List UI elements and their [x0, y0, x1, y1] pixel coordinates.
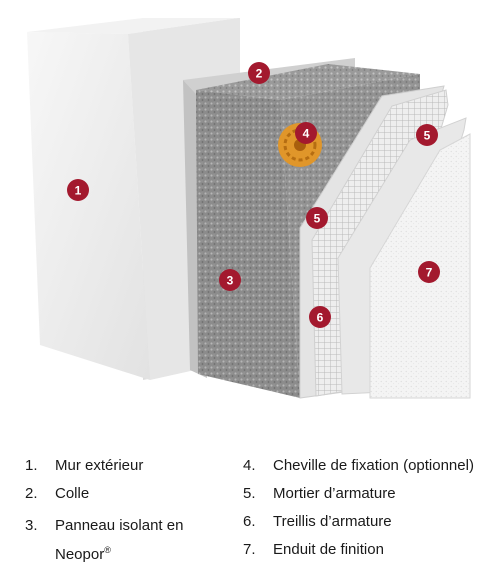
badge-3: 3: [219, 269, 241, 291]
svg-text:4: 4: [303, 127, 310, 141]
legend-number: 4.: [243, 457, 256, 474]
legend-item-2: 2. Colle: [25, 482, 89, 506]
legend-label-line1: Panneau isolant en: [55, 517, 184, 534]
badge-5-lower: 5: [306, 207, 328, 229]
legend-number: 2.: [25, 485, 38, 502]
legend-number: 3.: [25, 517, 38, 534]
svg-text:2: 2: [256, 67, 263, 81]
legend-label: Colle: [55, 485, 90, 502]
registered-mark: ®: [104, 545, 111, 555]
legend-number: 5.: [243, 485, 256, 502]
svg-text:3: 3: [227, 274, 234, 288]
legend-label: Cheville de fixation (optionnel): [273, 457, 474, 474]
legend: 1. Mur extérieur 2. Colle 3. Panneau iso…: [0, 450, 500, 568]
svg-text:5: 5: [314, 212, 321, 226]
svg-text:1: 1: [75, 184, 82, 198]
legend-item-6: 6. Treillis d’armature: [243, 510, 392, 534]
wall-insulation-diagram: 1 2 3 4 5 5 6 7: [27, 18, 471, 399]
legend-label: Mortier d’armature: [273, 485, 396, 502]
legend-number: 7.: [243, 541, 256, 558]
svg-text:7: 7: [426, 266, 433, 280]
badge-7: 7: [418, 261, 440, 283]
badge-1: 1: [67, 179, 89, 201]
svg-text:6: 6: [317, 311, 324, 325]
legend-item-4: 4. Cheville de fixation (optionnel): [243, 454, 474, 478]
legend-label: Enduit de finition: [273, 541, 384, 558]
legend-label-line2: Neopor: [55, 546, 105, 563]
badge-2: 2: [248, 62, 270, 84]
legend-item-1: 1. Mur extérieur: [25, 454, 143, 478]
svg-text:5: 5: [424, 129, 431, 143]
badge-6: 6: [309, 306, 331, 328]
legend-number: 1.: [25, 457, 38, 474]
legend-item-3: 3. Panneau isolant en Neopor®: [25, 514, 183, 567]
legend-label: Mur extérieur: [55, 457, 144, 474]
badge-5-upper: 5: [416, 124, 438, 146]
legend-item-5: 5. Mortier d’armature: [243, 482, 396, 506]
legend-label-multiline: Panneau isolant en Neopor®: [55, 514, 183, 567]
legend-number: 6.: [243, 513, 256, 530]
badge-4: 4: [295, 122, 317, 144]
legend-label: Treillis d’armature: [273, 513, 392, 530]
legend-item-7: 7. Enduit de finition: [243, 538, 384, 562]
